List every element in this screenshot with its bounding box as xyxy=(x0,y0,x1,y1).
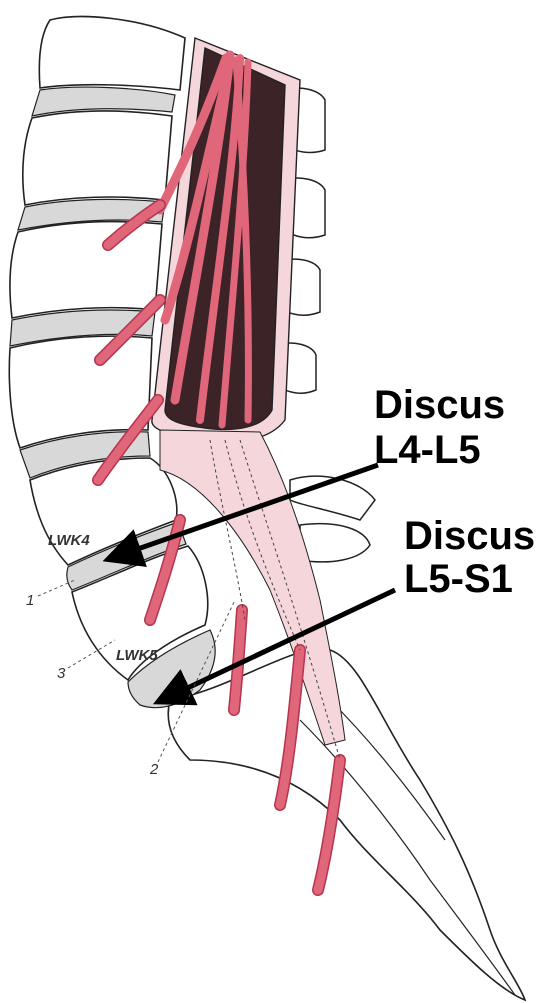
vertebra-3 xyxy=(10,222,162,318)
ref-2-label: 2 xyxy=(149,761,159,778)
discus-l4-l5-line1: Discus xyxy=(374,383,505,427)
vertebra-top xyxy=(39,17,185,90)
lwk4-label: LWK4 xyxy=(48,532,90,549)
vertebra-2 xyxy=(23,111,172,205)
discus-l4-l5-line2: L4-L5 xyxy=(374,428,481,472)
ref-3-label: 3 xyxy=(57,665,66,682)
discus-l5-s1-line2: L5-S1 xyxy=(404,557,513,601)
ref-1-label: 1 xyxy=(26,592,34,609)
discus-l5-s1-line1: Discus xyxy=(404,514,535,558)
arch-6 xyxy=(300,524,370,562)
sacrum xyxy=(168,649,525,1000)
lwk5-label: LWK5 xyxy=(116,647,158,664)
